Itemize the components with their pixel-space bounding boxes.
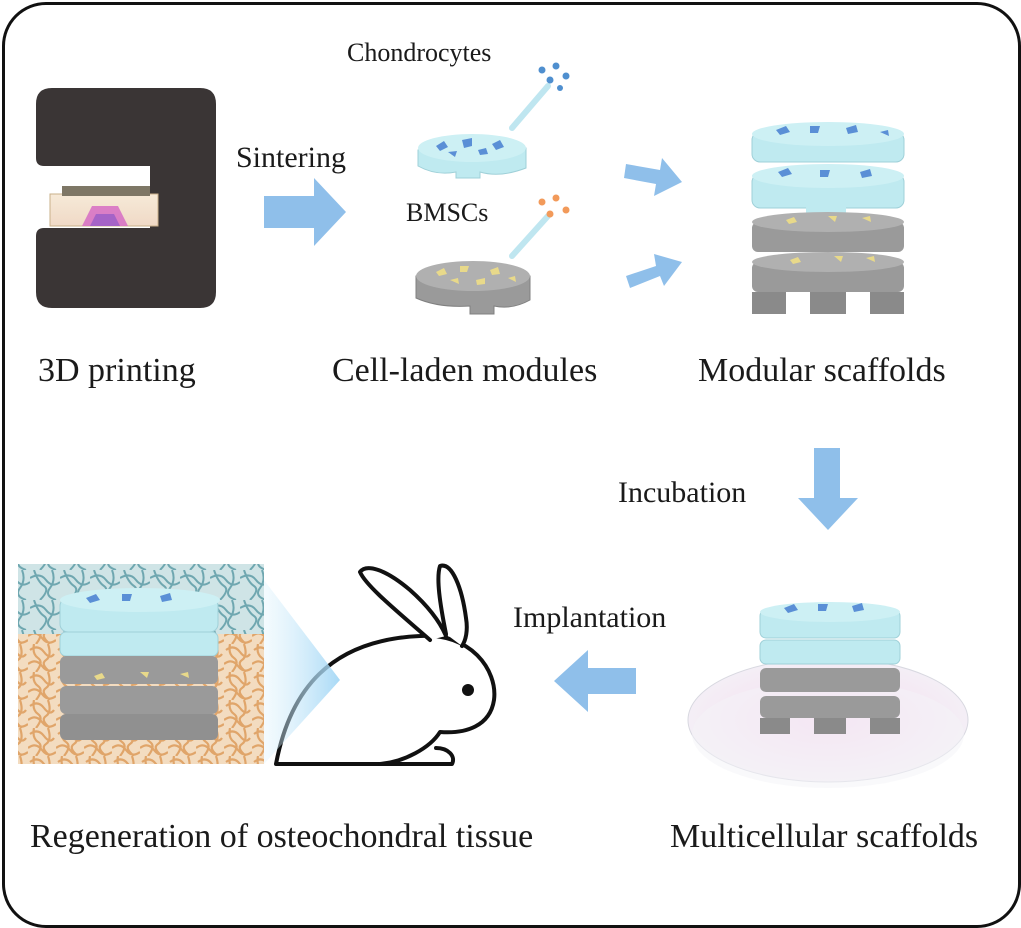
cell-laden-modules-label: Cell-laden modules bbox=[332, 352, 598, 389]
multicellular-scaffolds-label: Multicellular scaffolds bbox=[670, 818, 979, 855]
implantation-arrow bbox=[554, 650, 636, 712]
implantation-label: Implantation bbox=[513, 601, 667, 634]
sintering-arrow bbox=[264, 178, 346, 246]
cartilage-to-scaffold-arrow bbox=[624, 158, 682, 196]
bmscs-label: BMSCs bbox=[406, 198, 489, 227]
osteochondral-tissue-image bbox=[18, 564, 264, 764]
cartilage-module bbox=[417, 134, 527, 179]
culture-dish-icon bbox=[687, 602, 969, 788]
bone-module bbox=[415, 261, 531, 315]
bone-to-scaffold-arrow bbox=[626, 254, 682, 288]
incubation-arrow bbox=[798, 448, 858, 530]
3d-printer-icon bbox=[36, 88, 216, 308]
regeneration-label: Regeneration of osteochondral tissue bbox=[30, 818, 534, 855]
pipette-icon bbox=[509, 62, 570, 131]
modular-scaffolds-label: Modular scaffolds bbox=[698, 352, 946, 389]
incubation-label: Incubation bbox=[618, 476, 747, 509]
light-beam bbox=[264, 580, 340, 764]
modular-scaffold-stack bbox=[751, 122, 905, 314]
sintering-label: Sintering bbox=[236, 141, 346, 174]
chondrocytes-label: Chondrocytes bbox=[347, 38, 492, 67]
3d-printing-label: 3D printing bbox=[38, 352, 196, 389]
bmsc-pipette-icon bbox=[509, 194, 570, 259]
rabbit-eye bbox=[462, 684, 474, 696]
